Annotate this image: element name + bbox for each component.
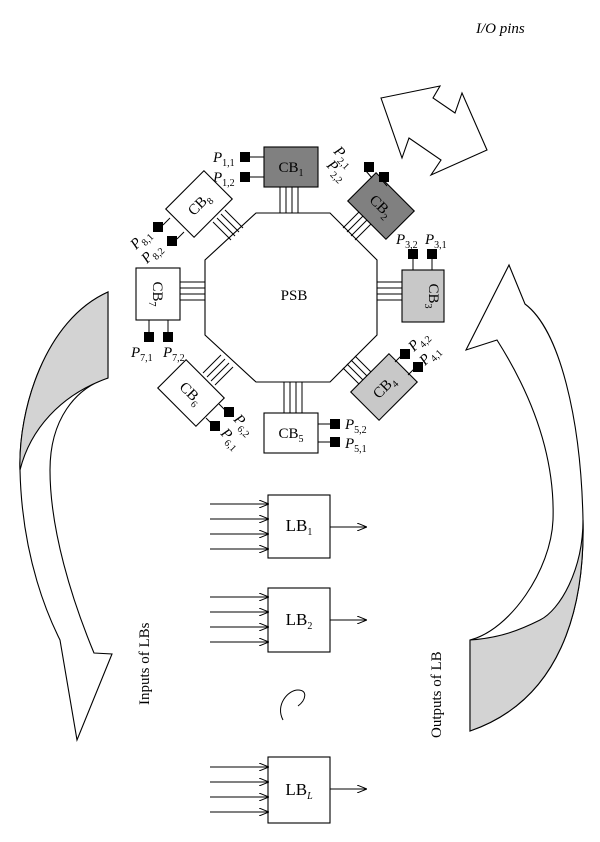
svg-text:LB2: LB2 bbox=[286, 610, 313, 632]
pin-square bbox=[408, 249, 418, 259]
pin-square bbox=[153, 222, 163, 232]
pin-label: P1,2 bbox=[212, 170, 235, 189]
pin-label: P5,2 bbox=[344, 417, 367, 436]
psb-octagon bbox=[204, 212, 378, 383]
pin-square bbox=[144, 332, 154, 342]
lb2-block: LB2 bbox=[210, 587, 366, 653]
svg-text:LB1: LB1 bbox=[286, 516, 313, 538]
pin-square bbox=[240, 152, 250, 162]
lbL-block: LBL bbox=[210, 756, 366, 824]
pin-label: P5,1 bbox=[344, 436, 367, 455]
inputs-arrow-shade bbox=[19, 291, 109, 471]
cb4-block: CB4 P4,2 P4,1 bbox=[349, 334, 445, 422]
svg-text:CB5: CB5 bbox=[278, 426, 303, 445]
cb7-block: CB7 P7,1 P7,2 bbox=[130, 267, 185, 364]
pin-label: P7,1 bbox=[130, 345, 153, 364]
inputs-label: Inputs of LBs bbox=[137, 622, 153, 705]
svg-text:LBL: LBL bbox=[285, 780, 313, 802]
pin-label: P7,2 bbox=[162, 345, 185, 364]
pin-square bbox=[163, 332, 173, 342]
pin-square bbox=[224, 407, 234, 417]
cb5-block: CB5 P5,2 P5,1 bbox=[263, 412, 367, 455]
pin-square bbox=[364, 162, 374, 172]
pin-label: P3,2 bbox=[395, 232, 418, 251]
io-pins-label: I/O pins bbox=[475, 21, 525, 37]
outputs-label: Outputs of LB bbox=[429, 651, 445, 738]
svg-text:CB1: CB1 bbox=[278, 160, 303, 179]
pin-square bbox=[379, 172, 389, 182]
pin-label: P1,1 bbox=[212, 150, 235, 169]
lb1-block: LB1 bbox=[210, 494, 366, 559]
psb-wires bbox=[180, 187, 402, 413]
pin-square bbox=[330, 419, 340, 429]
pin-square bbox=[427, 249, 437, 259]
outputs-arrow-shade bbox=[469, 519, 584, 732]
pin-square bbox=[413, 362, 423, 372]
svg-text:CB7: CB7 bbox=[146, 281, 165, 306]
pin-square bbox=[210, 421, 220, 431]
pin-square bbox=[400, 349, 410, 359]
pin-label: P3,1 bbox=[424, 232, 447, 251]
psb-label: PSB bbox=[281, 288, 308, 304]
pin-square bbox=[167, 236, 177, 246]
cb6-block: CB6 P6,2 P6,1 bbox=[156, 358, 251, 454]
svg-text:CB3: CB3 bbox=[422, 283, 441, 308]
ellipsis-squiggle bbox=[280, 689, 306, 721]
pin-square bbox=[330, 437, 340, 447]
cb1-block: CB1 P1,1 P1,2 bbox=[212, 146, 319, 189]
cb3-block: CB3 P3,2 P3,1 bbox=[395, 232, 447, 323]
pin-square bbox=[240, 172, 250, 182]
io-double-arrow bbox=[380, 85, 488, 177]
